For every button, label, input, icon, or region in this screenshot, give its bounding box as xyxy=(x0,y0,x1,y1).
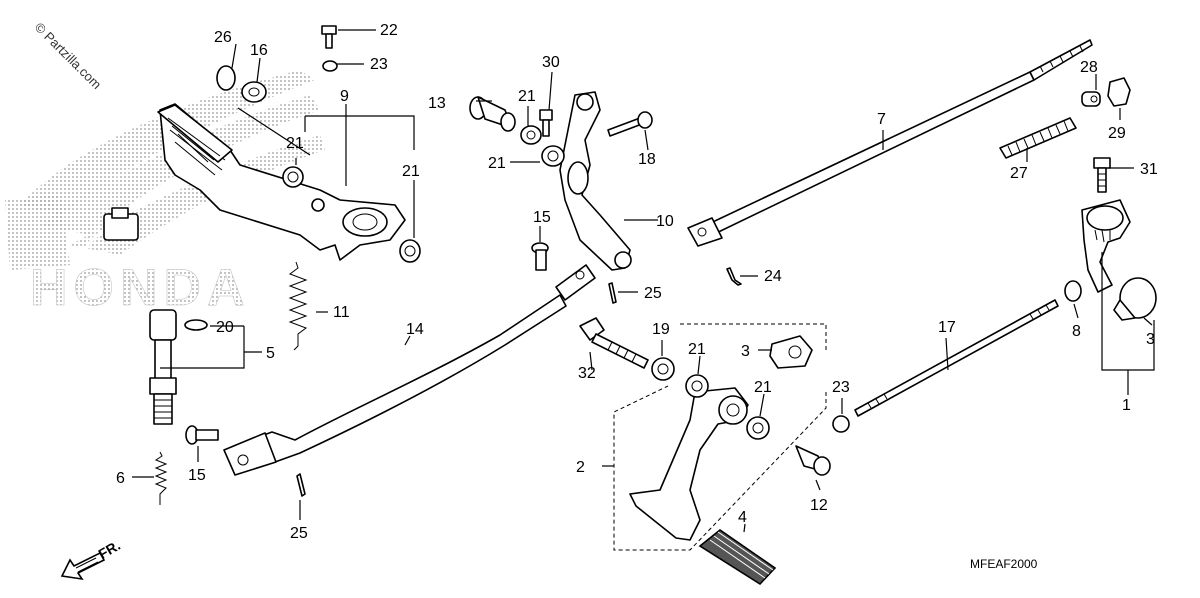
callout-7: 7 xyxy=(877,111,886,128)
o-ring-20 xyxy=(184,319,208,331)
callout-6: 6 xyxy=(116,470,125,487)
callout-3a: 3 xyxy=(741,343,750,360)
nut-28 xyxy=(1081,91,1101,107)
callout-numbers: 26 16 22 23 9 21 21 13 30 21 21 18 10 15… xyxy=(116,22,1158,542)
front-arrow-icon xyxy=(60,551,106,581)
callout-25b: 25 xyxy=(644,285,662,302)
callout-32: 32 xyxy=(578,365,596,382)
cotter-pin-25-right xyxy=(608,282,617,304)
bushing-13 xyxy=(469,96,516,132)
cotter-pin-25-left xyxy=(296,473,306,497)
callout-1: 1 xyxy=(1122,397,1131,414)
washer-16 xyxy=(241,81,267,103)
callout-25a: 25 xyxy=(290,525,308,542)
leader-lines xyxy=(132,29,1155,533)
washer-21e xyxy=(685,374,709,398)
callout-23a: 23 xyxy=(370,56,388,73)
callout-14: 14 xyxy=(406,321,424,338)
washer-21c xyxy=(520,125,542,145)
circlip-26 xyxy=(216,65,236,91)
callout-21d: 21 xyxy=(488,155,506,172)
shift-arm-1 xyxy=(1081,199,1131,293)
callout-21c: 21 xyxy=(518,88,536,105)
callout-3b: 3 xyxy=(1146,331,1155,348)
callout-13: 13 xyxy=(428,95,446,112)
callout-15a: 15 xyxy=(188,467,206,484)
ball-joint-3-right xyxy=(1113,277,1157,321)
callout-4: 4 xyxy=(738,509,747,526)
rod-17 xyxy=(854,299,1059,417)
callout-12: 12 xyxy=(810,497,828,514)
spring-11 xyxy=(288,261,308,351)
brake-switch xyxy=(64,207,177,425)
cotter-pin-24 xyxy=(726,267,742,286)
bolt-32 xyxy=(579,317,649,369)
callout-31: 31 xyxy=(1140,161,1158,178)
callout-11: 11 xyxy=(333,304,350,321)
callout-22: 22 xyxy=(380,22,398,39)
bolt-30 xyxy=(539,109,553,137)
bolt-15-left xyxy=(185,425,219,445)
callout-21f: 21 xyxy=(754,379,772,396)
pivot-arm-10 xyxy=(559,91,632,271)
nut-23 xyxy=(322,60,338,72)
cap-29 xyxy=(1107,77,1131,107)
brake-pedal xyxy=(157,103,406,261)
callout-23b: 23 xyxy=(832,379,850,396)
washer-21d xyxy=(541,145,565,167)
callout-24: 24 xyxy=(764,268,782,285)
callout-8: 8 xyxy=(1072,323,1081,340)
callout-5: 5 xyxy=(266,345,275,362)
bushing-12 xyxy=(795,445,831,476)
watermark: © Partzilla.com xyxy=(32,20,105,93)
bolt-15-right xyxy=(531,242,549,271)
callout-16: 16 xyxy=(250,42,268,59)
callout-27: 27 xyxy=(1010,165,1028,182)
diagram-code: MFEAF2000 xyxy=(970,557,1038,571)
callout-28: 28 xyxy=(1080,59,1098,76)
callout-20: 20 xyxy=(216,319,234,336)
nut-8 xyxy=(1064,280,1082,302)
callout-21e: 21 xyxy=(688,341,706,358)
ball-joint-3-middle xyxy=(769,335,813,369)
callout-29: 29 xyxy=(1108,125,1126,142)
group-outline-2 xyxy=(613,323,827,551)
callout-2: 2 xyxy=(576,459,585,476)
callout-18: 18 xyxy=(638,151,656,168)
spring-27 xyxy=(999,117,1077,159)
washer-21f xyxy=(746,416,770,440)
callout-19: 19 xyxy=(652,321,670,338)
bolt-31 xyxy=(1093,157,1111,193)
callout-10: 10 xyxy=(656,213,674,230)
shift-rod-7 xyxy=(687,39,1093,247)
washer-21a xyxy=(282,166,304,188)
pedal-rubber-4 xyxy=(698,529,777,586)
callout-30: 30 xyxy=(542,54,560,71)
washer-21b xyxy=(399,239,421,263)
washer-19 xyxy=(651,357,675,381)
bolt-22 xyxy=(321,25,337,49)
callout-21a: 21 xyxy=(286,135,304,152)
honda-brand-text: HONDA xyxy=(30,259,251,317)
callout-26: 26 xyxy=(214,29,232,46)
nut-23-right xyxy=(832,415,850,433)
spring-6 xyxy=(154,451,168,505)
callout-15b: 15 xyxy=(533,209,551,226)
bolt-18 xyxy=(607,111,653,137)
shift-pedal-2 xyxy=(629,387,749,541)
callout-21b: 21 xyxy=(402,163,420,180)
callout-17: 17 xyxy=(938,319,956,336)
brake-rod xyxy=(223,264,596,476)
callout-9: 9 xyxy=(340,88,349,105)
